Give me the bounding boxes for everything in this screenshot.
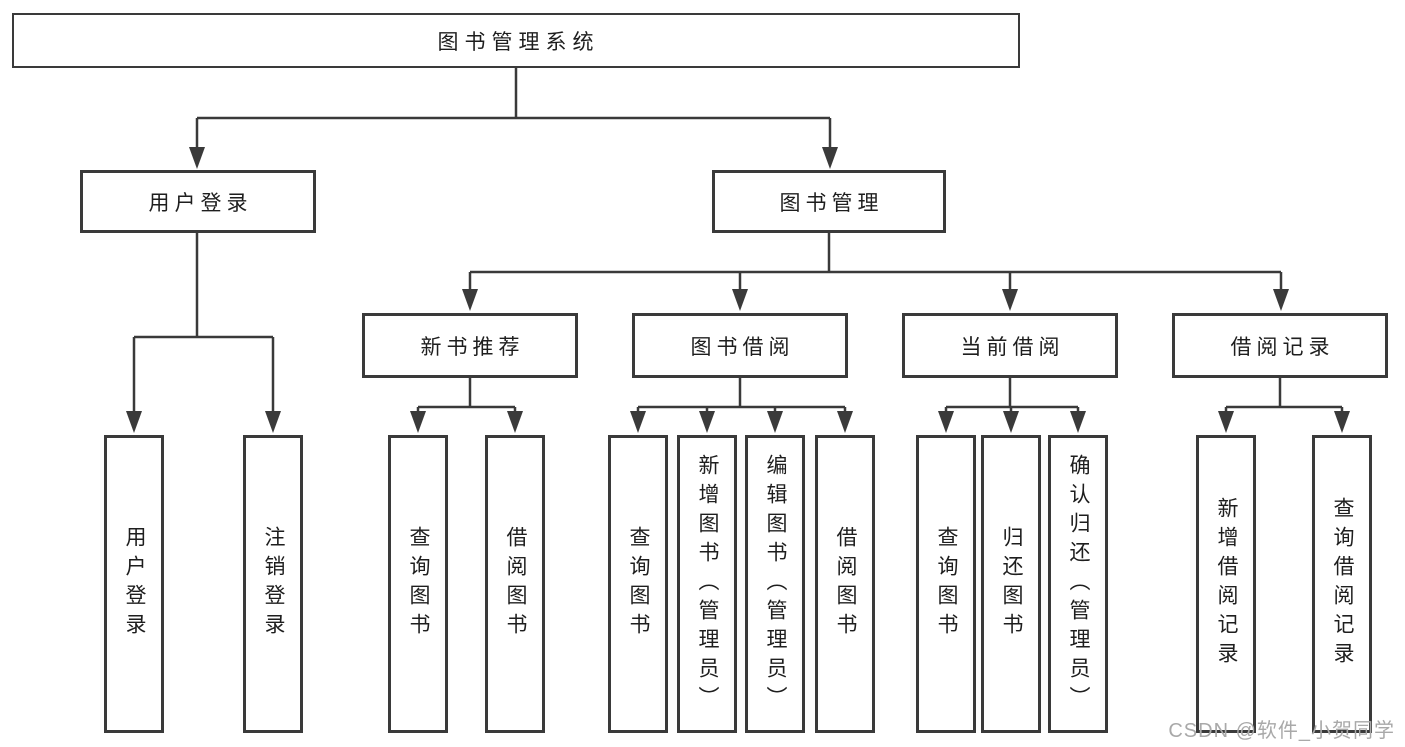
connector-root-to-level2 — [189, 68, 838, 169]
node-label: 借阅图书 — [504, 526, 528, 642]
connector-currentborrow-to-leaves — [938, 378, 1086, 433]
node-label: 图书管理系统 — [437, 30, 600, 54]
node-label: 借阅记录 — [1230, 335, 1335, 359]
node-label: 用户登录 — [148, 191, 253, 215]
node-label: 当前借阅 — [960, 335, 1065, 359]
node-leaf-return-books: 归还图书 — [981, 435, 1041, 733]
node-label: 查询图书 — [627, 526, 651, 642]
node-label: 确认归还（管理员） — [1067, 453, 1091, 715]
node-label: 用户登录 — [123, 526, 147, 642]
node-label: 新增图书（管理员） — [696, 453, 720, 715]
node-root-library-system: 图书管理系统 — [12, 13, 1020, 68]
node-label: 查询图书 — [935, 526, 959, 642]
node-current-borrowing: 当前借阅 — [902, 313, 1118, 378]
node-book-management-module: 图书管理 — [712, 170, 946, 233]
node-book-borrowing: 图书借阅 — [632, 313, 848, 378]
node-label: 借阅图书 — [834, 526, 858, 642]
node-label: 新增借阅记录 — [1215, 497, 1239, 671]
node-label: 查询借阅记录 — [1331, 497, 1355, 671]
node-label: 新书推荐 — [420, 335, 525, 359]
node-leaf-edit-books-admin: 编辑图书（管理员） — [745, 435, 805, 733]
node-leaf-borrow-books-1: 借阅图书 — [485, 435, 545, 733]
node-leaf-query-books-1: 查询图书 — [388, 435, 448, 733]
node-label: 查询图书 — [407, 526, 431, 642]
node-label: 归还图书 — [1000, 526, 1024, 642]
node-leaf-logout: 注销登录 — [243, 435, 303, 733]
node-leaf-query-books-3: 查询图书 — [916, 435, 976, 733]
connector-userlogin-to-leaves — [126, 233, 281, 433]
node-new-book-recommend: 新书推荐 — [362, 313, 578, 378]
connector-newbooks-to-leaves — [410, 378, 523, 433]
node-label: 图书借阅 — [690, 335, 795, 359]
csdn-watermark: CSDN @软件_小贺同学 — [1168, 720, 1395, 742]
node-borrow-records: 借阅记录 — [1172, 313, 1388, 378]
node-leaf-confirm-return-admin: 确认归还（管理员） — [1048, 435, 1108, 733]
connector-bookborrow-to-leaves — [630, 378, 853, 433]
node-user-login-module: 用户登录 — [80, 170, 316, 233]
node-leaf-query-books-2: 查询图书 — [608, 435, 668, 733]
connector-bookmgmt-to-level3 — [462, 233, 1289, 311]
node-leaf-borrow-books-2: 借阅图书 — [815, 435, 875, 733]
node-leaf-add-books-admin: 新增图书（管理员） — [677, 435, 737, 733]
node-label: 注销登录 — [262, 526, 286, 642]
node-leaf-user-login: 用户登录 — [104, 435, 164, 733]
node-leaf-query-borrow-record: 查询借阅记录 — [1312, 435, 1372, 733]
node-label: 编辑图书（管理员） — [764, 453, 788, 715]
node-leaf-add-borrow-record: 新增借阅记录 — [1196, 435, 1256, 733]
connector-borrowrecords-to-leaves — [1218, 378, 1350, 433]
node-label: 图书管理 — [779, 191, 884, 215]
